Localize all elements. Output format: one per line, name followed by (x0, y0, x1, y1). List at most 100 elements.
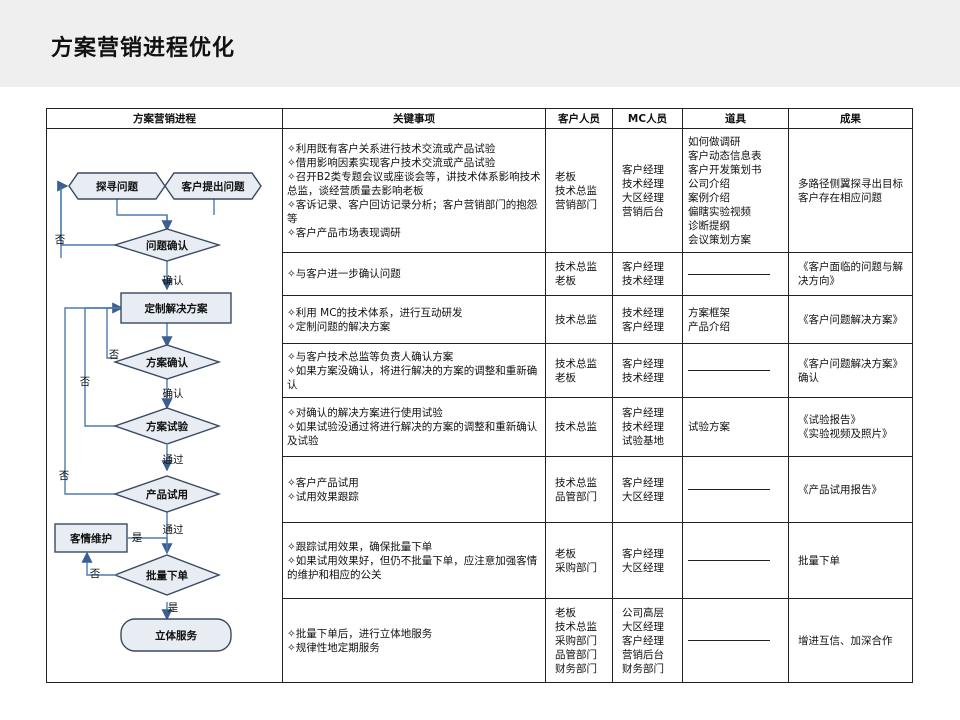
key-item: ✧召开B2类专题会议或座谈会等，讲技术体系影响技术总监，谈经营质量去影响老板 (287, 170, 541, 197)
tool-item: 诊断提纲 (688, 219, 730, 232)
result-item: 《试验报告》 (798, 414, 861, 426)
result-item: 多路径侧翼探寻出目标客户存在相应问题 (798, 177, 903, 204)
mc-staff-item: 技术经理 (622, 275, 664, 287)
client-staff-cell: 技术总监老板 (545, 343, 613, 398)
flow-trial-plan (112, 407, 222, 445)
mc-staff-cell: 客户经理技术经理大区经理营销后台 (612, 128, 683, 253)
tool-empty-line (688, 273, 770, 275)
mc-staff-item: 客户经理 (622, 261, 664, 273)
client-staff-item: 采购部门 (555, 561, 597, 574)
mc-staff-cell: 技术经理客户经理 (612, 295, 683, 344)
result-cell: 多路径侧翼探寻出目标客户存在相应问题 (788, 128, 913, 253)
result-item: 《客户问题解决方案》 (798, 313, 903, 326)
mc-staff-item: 客户经理 (622, 357, 664, 370)
tool-empty-line (688, 370, 770, 371)
flowchart: 探寻问题客户提出问题问题确认定制解决方案方案确认方案试验产品试用客情维护批量下单… (54, 172, 262, 652)
client-staff-cell: 技术总监 (545, 295, 613, 344)
mc-staff-item: 财务部门 (622, 662, 664, 675)
key-item: ✧如果方案没确认，将进行解决的方案的调整和重新确认 (287, 364, 538, 391)
tool-item: 公司介绍 (688, 177, 730, 190)
mc-staff-cell: 客户经理技术经理 (612, 252, 683, 296)
header-key-items: 关键事项 (282, 108, 546, 129)
client-staff-item: 技术总监 (555, 261, 597, 273)
tools-cell (682, 252, 789, 296)
result-cell: 增进互信、加深合作 (788, 598, 913, 683)
mc-staff-cell: 客户经理大区经理 (612, 522, 683, 599)
client-staff-item: 老板 (555, 371, 576, 384)
table-row: ✧客户产品试用✧试用效果跟踪技术总监品管部门客户经理大区经理《产品试用报告》 (47, 456, 913, 523)
tool-item: 偏瞎实验视频 (688, 205, 751, 218)
client-staff-item: 老板 (555, 170, 576, 183)
client-staff-item: 技术总监 (555, 313, 597, 326)
client-staff-item: 技术总监 (555, 184, 597, 197)
result-cell: 《试验报告》《实验视频及照片》 (788, 397, 913, 457)
table-row: ✧对确认的解决方案进行使用试验✧如果试验没通过将进行解决的方案的调整和重新确认及… (47, 397, 913, 457)
header-mc-staff: MC人员 (612, 108, 683, 129)
tool-item: 案例介绍 (688, 191, 730, 204)
client-staff-item: 老板 (555, 547, 576, 560)
result-item: 批量下单 (798, 554, 840, 567)
flow-client-maintenance-label: 客情维护 (69, 532, 112, 545)
flow-confirm-problem (112, 228, 222, 262)
key-item: ✧与客户进一步确认问题 (287, 268, 401, 280)
table-row: ✧批量下单后，进行立体地服务✧规律性地定期服务老板技术总监采购部门品管部门财务部… (47, 598, 913, 683)
flow-trial-plan-label: 方案试验 (146, 420, 188, 433)
key-item: ✧定制问题的解决方案 (287, 320, 391, 333)
result-item: 《产品试用报告》 (798, 483, 882, 496)
flow-label-pass: 通过 (163, 453, 184, 466)
tool-item: 产品介绍 (688, 320, 730, 333)
client-staff-item: 技术总监 (555, 476, 597, 489)
mc-staff-item: 大区经理 (622, 490, 664, 503)
key-item: ✧规律性地定期服务 (287, 641, 380, 654)
mc-staff-item: 技术经理 (622, 306, 664, 319)
client-staff-item: 财务部门 (555, 662, 597, 675)
result-cell: 《客户面临的问题与解决方向》 (788, 252, 913, 296)
tool-item: 客户开发策划书 (688, 163, 762, 176)
key-item: ✧借用影响因素实现客户技术交流或产品试验 (287, 156, 496, 169)
mc-staff-item: 试验基地 (622, 435, 664, 447)
mc-staff-cell: 客户经理技术经理 (612, 343, 683, 398)
flow-solid-service-label: 立体服务 (155, 629, 197, 642)
mc-staff-cell: 公司高层大区经理客户经理营销后台财务部门 (612, 598, 683, 683)
page-title: 方案营销进程优化 (51, 36, 236, 61)
client-staff-item: 技术总监 (555, 421, 597, 433)
flow-label-pass: 通过 (163, 523, 184, 536)
tools-cell: 如何做调研客户动态信息表客户开发策划书公司介绍案例介绍偏瞎实验视频诊断提纲会议策… (682, 128, 789, 253)
result-item: 《客户问题解决方案》确认 (798, 357, 903, 384)
tool-item: 如何做调研 (688, 135, 741, 148)
key-item: ✧客户产品试用 (287, 476, 359, 489)
header-client-staff: 客户人员 (545, 108, 613, 129)
client-staff-cell: 技术总监老板 (545, 252, 613, 296)
tool-item: 会议策划方案 (688, 233, 751, 246)
flow-make-solution-label: 定制解决方案 (144, 302, 208, 315)
result-cell: 《客户问题解决方案》 (788, 295, 913, 344)
mc-staff-item: 营销后台 (622, 648, 664, 661)
client-staff-cell: 技术总监品管部门 (545, 456, 613, 523)
client-staff-cell: 技术总监 (545, 397, 613, 457)
key-item: ✧利用 MC的技术体系，进行互动研发 (287, 306, 463, 319)
client-staff-item: 老板 (555, 606, 576, 619)
process-table: 方案营销进程 关键事项 客户人员 MC人员 道具 成果 探寻问题客户提出问题问题… (46, 108, 913, 683)
key-items-cell: ✧客户产品试用✧试用效果跟踪 (282, 456, 546, 523)
key-items-cell: ✧利用既有客户关系进行技术交流或产品试验✧借用影响因素实现客户技术交流或产品试验… (282, 128, 546, 253)
tools-cell (682, 456, 789, 523)
tool-empty-line (688, 640, 770, 641)
flow-client-raises-problem-label: 客户提出问题 (181, 180, 245, 193)
flow-make-solution (120, 292, 232, 324)
flow-batch-order-label: 批量下单 (146, 569, 188, 582)
flow-client-raises-problem (164, 172, 262, 200)
flow-confirm-problem-label: 问题确认 (146, 239, 188, 252)
mc-staff-item: 技术经理 (622, 371, 664, 384)
table-row: ✧与客户进一步确认问题技术总监老板客户经理技术经理《客户面临的问题与解决方向》 (47, 252, 913, 296)
result-cell: 《产品试用报告》 (788, 456, 913, 523)
key-items-cell: ✧与客户技术总监等负责人确认方案✧如果方案没确认，将进行解决的方案的调整和重新确… (282, 343, 546, 398)
table-header-row: 方案营销进程 关键事项 客户人员 MC人员 道具 成果 (46, 108, 913, 129)
flow-label-no: 否 (109, 349, 120, 361)
key-items-cell: ✧批量下单后，进行立体地服务✧规律性地定期服务 (282, 598, 546, 683)
client-staff-item: 老板 (555, 275, 576, 287)
flow-solid-service (120, 618, 232, 652)
flow-label-no: 否 (80, 376, 91, 388)
mc-staff-item: 客户经理 (622, 163, 664, 176)
key-item: ✧与客户技术总监等负责人确认方案 (287, 350, 454, 363)
result-item: 《客户面临的问题与解决方向》 (798, 261, 903, 287)
